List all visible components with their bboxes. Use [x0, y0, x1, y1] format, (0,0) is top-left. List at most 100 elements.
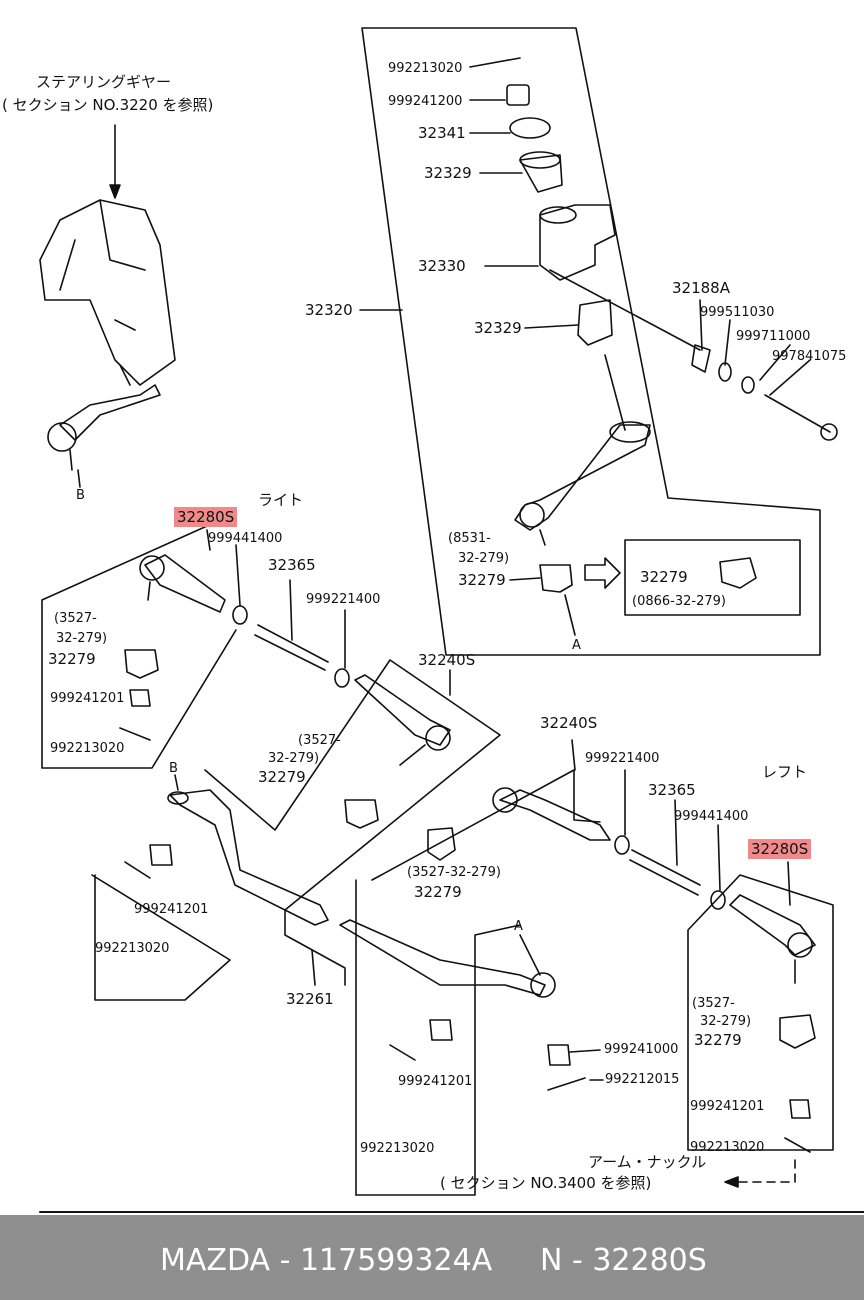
group-outline-center-link-right — [91, 874, 231, 1001]
leader-32280S-right — [206, 529, 211, 551]
idler-shaft — [604, 354, 626, 431]
left-side-label: レフト — [762, 763, 808, 781]
inner-stud-right — [399, 744, 426, 766]
center-link-eye-b — [167, 791, 189, 805]
nut-a — [129, 689, 151, 707]
part-999241201-b: 999241201 — [134, 902, 209, 917]
part-32341: 32341 — [418, 124, 466, 142]
idler-bracket — [539, 204, 616, 281]
part-32261: 32261 — [286, 990, 334, 1008]
part-32279-box: 32279 — [640, 568, 688, 586]
nut-999221400-right — [334, 668, 350, 688]
part-32188A: 32188A — [672, 279, 730, 297]
arm-knuckle-title: アーム・ナックル — [588, 1153, 707, 1171]
cotter-992212015 — [547, 1077, 586, 1091]
part-32365-left: 32365 — [648, 781, 696, 799]
part-32280S-left-text: 32280S — [748, 839, 812, 859]
pitman-ball — [47, 422, 77, 452]
part-32279-a: 32279 — [48, 650, 96, 668]
steering-gear-body — [39, 199, 176, 386]
part-32280S-right: 32280S — [174, 507, 238, 527]
part-32240S-left: 32240S — [540, 714, 598, 732]
washer-997841075 — [741, 376, 755, 394]
adjusting-tube-left-b — [629, 859, 699, 896]
castle-nut-b — [344, 799, 379, 829]
idler-bracket-top — [539, 206, 577, 224]
footer-brand: MAZDA - 117599324A — [160, 1243, 493, 1278]
adjusting-tube-left — [631, 849, 701, 886]
idler-arm-eye — [609, 421, 651, 443]
tierod-stud-right — [147, 581, 151, 601]
part-32330: 32330 — [418, 257, 466, 275]
idler-bolt — [764, 394, 831, 433]
marker-a-link: A — [514, 919, 523, 934]
leader-cotter-top — [469, 57, 521, 68]
part-999241201-c: 999241201 — [398, 1074, 473, 1089]
part-999441400-right: 999441400 — [208, 531, 283, 546]
leader-32280S-left — [787, 861, 791, 906]
group-outline-left-tierod — [687, 874, 834, 1151]
nut-999441400-right — [232, 605, 248, 625]
washer-32341 — [509, 117, 551, 139]
part-999221400-left: 999221400 — [585, 751, 660, 766]
part-992213020-c: 992213020 — [360, 1141, 435, 1156]
leader-a-center — [564, 594, 576, 636]
arm-knuckle-pointer — [729, 1159, 796, 1183]
castle-nut-center — [539, 564, 573, 593]
leader-32188A — [699, 299, 703, 351]
part-32279-c: 32279 — [414, 883, 462, 901]
steering-gear-ref: ( セクション NO.3220 を参照) — [2, 96, 214, 114]
center-link-eye-a — [530, 972, 556, 998]
leader-999441400-left — [717, 824, 721, 891]
center-link-right — [169, 789, 329, 926]
marker-b-link: B — [169, 761, 178, 776]
inner-ball-left — [492, 787, 518, 813]
steering-gear-title: ステアリングギヤー — [36, 73, 172, 91]
part-32279-center: 32279 — [458, 571, 506, 589]
parts-diagram: ステアリングギヤー ( セクション NO.3220 を参照) ライト レフト ア… — [2, 27, 864, 1213]
part-32329-top: 32329 — [424, 164, 472, 182]
steering-gear-detail — [59, 199, 146, 386]
part-8531: (8531- — [448, 531, 491, 546]
part-3527-db: 32-279) — [700, 1014, 752, 1029]
part-3527-ab: 32-279) — [56, 631, 108, 646]
part-3527-d: (3527- — [692, 996, 735, 1011]
part-999441400-left: 999441400 — [674, 809, 749, 824]
nut-top — [506, 84, 530, 106]
part-992213020-d: 992213020 — [690, 1140, 765, 1155]
group-outline-center-box — [204, 659, 501, 986]
cotter-b — [124, 861, 151, 879]
part-32240S-right: 32240S — [418, 651, 476, 669]
idler-stud — [539, 529, 546, 546]
group-outline-idler — [361, 27, 821, 656]
inner-ball-right — [425, 725, 451, 751]
footer-number: N - 32280S — [540, 1243, 707, 1278]
part-999241201-a: 999241201 — [50, 691, 125, 706]
pointer-arrowhead — [109, 184, 121, 199]
arm-knuckle-ref: ( セクション NO.3400 を参照) — [440, 1174, 652, 1192]
castle-nut-c — [427, 827, 456, 861]
right-side-label: ライト — [258, 491, 304, 509]
nut-999241000 — [547, 1044, 571, 1066]
bolt-axis — [549, 269, 701, 351]
arrow-to-box — [584, 557, 621, 589]
leader-999441400-right — [235, 544, 241, 606]
bushing-32329-top — [519, 154, 563, 193]
arm-knuckle-arrowhead — [724, 1176, 739, 1188]
nut-999221400-left — [614, 835, 630, 855]
group-outline-left-box — [371, 769, 601, 881]
nut-d — [789, 1099, 811, 1119]
footer-bar: MAZDA - 117599324A N - 32280S — [0, 1215, 864, 1300]
nut-b — [149, 844, 173, 866]
part-32365-right: 32365 — [268, 556, 316, 574]
part-999241200: 999241200 — [388, 94, 463, 109]
part-997841075: 997841075 — [772, 349, 847, 364]
pitman-b-leader — [77, 469, 81, 488]
center-link-a-leader — [519, 934, 541, 976]
part-32279-b: 32279 — [258, 768, 306, 786]
part-999241201-d: 999241201 — [690, 1099, 765, 1114]
bolt-head — [820, 423, 838, 441]
adjusting-tube-right — [257, 624, 329, 663]
alt-part-box — [624, 539, 801, 616]
diagram-drawing — [39, 27, 864, 1213]
